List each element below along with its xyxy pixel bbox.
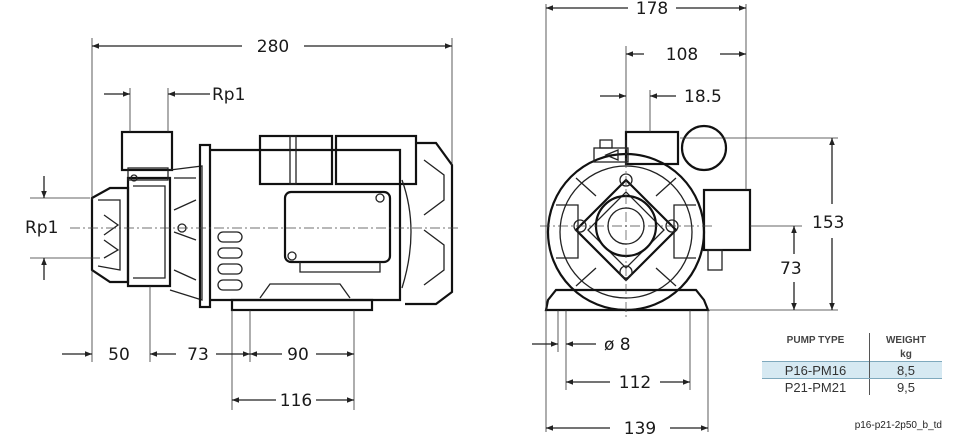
weight-cell: 9,5 [868, 378, 942, 395]
dim-inlet-offset: 50 [108, 345, 130, 365]
reference-code: p16-p21-2p50_b_td [854, 420, 942, 431]
weight-cell: 8,5 [868, 361, 942, 379]
dim-overall-height: 153 [812, 213, 844, 233]
motor-body [70, 134, 460, 312]
dim-foot-offset: 73 [187, 345, 209, 365]
front-dimension-labels: 178 108 18.5 153 73 ø 8 112 139 [604, 0, 844, 439]
header-unit: kg [868, 347, 942, 362]
weight-table: PUMP TYPE WEIGHT kg P16-PM16 8,5 P21-PM2… [762, 333, 942, 395]
front-dimension-lines [532, 5, 835, 431]
dim-foot-hole-spacing-front: 112 [619, 373, 651, 393]
pump-type-cell: P16-PM16 [762, 361, 870, 379]
dim-foot-hole-spacing: 90 [287, 345, 309, 365]
dim-outlet-offset: 108 [666, 45, 698, 65]
front-view: 178 108 18.5 153 73 ø 8 112 139 [532, 0, 844, 439]
dim-foot-width: 139 [624, 419, 656, 439]
dim-overall-width: 178 [636, 0, 668, 19]
header-weight: WEIGHT [868, 333, 942, 347]
pump-type-cell: P21-PM21 [784, 379, 847, 395]
dim-overall-length: 280 [257, 37, 289, 57]
pump-front [540, 124, 752, 318]
dim-inlet-thread: Rp1 [25, 218, 58, 238]
pump-head [90, 130, 203, 301]
dim-outlet-center: 18.5 [684, 87, 722, 107]
dim-outlet-thread: Rp1 [212, 85, 245, 105]
side-dimension-lines [41, 43, 452, 403]
table-row: P16-PM16 8,5 [762, 361, 942, 379]
side-dimension-labels: 280 Rp1 Rp1 50 73 90 116 [25, 37, 312, 411]
dim-foot-length: 116 [280, 391, 312, 411]
side-extension-lines [30, 38, 453, 410]
dim-hole-diameter: ø 8 [604, 335, 631, 355]
side-view: 280 Rp1 Rp1 50 73 90 116 [25, 37, 460, 411]
header-pump-type: PUMP TYPE [786, 334, 845, 346]
table-row: P21-PM21 9,5 [762, 378, 942, 395]
dim-shaft-height: 73 [780, 259, 802, 279]
